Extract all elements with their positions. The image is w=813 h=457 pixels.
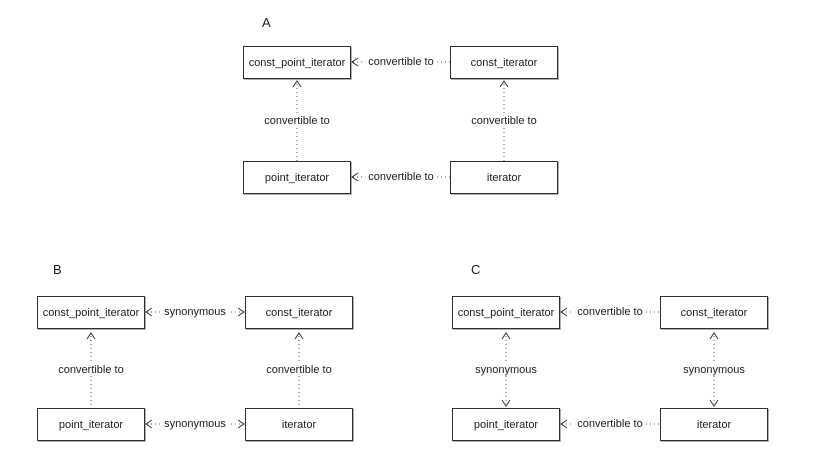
node-a-iterator: iterator <box>450 161 558 194</box>
node-c-iterator: iterator <box>660 408 768 441</box>
node-c-const-point-iterator: const_point_iterator <box>452 296 560 329</box>
node-a-const-point-iterator: const_point_iterator <box>243 46 351 79</box>
edge-label-c-right: synonymous <box>680 364 748 376</box>
c-right-arrow-both-icon <box>709 332 719 407</box>
node-b-const-iterator: const_iterator <box>245 296 353 329</box>
edge-label-b-left: convertible to <box>55 364 127 376</box>
node-a-const-iterator: const_iterator <box>450 46 558 79</box>
edge-label-a-left: convertible to <box>261 115 333 127</box>
edge-label-a-right: convertible to <box>468 115 540 127</box>
diagram-c-label: C <box>471 262 481 277</box>
c-left-arrow-both-icon <box>501 332 511 407</box>
node-b-const-point-iterator: const_point_iterator <box>37 296 145 329</box>
edge-label-a-top: convertible to <box>365 56 437 68</box>
node-c-const-iterator: const_iterator <box>660 296 768 329</box>
edge-label-b-bottom: synonymous <box>161 418 229 430</box>
diagram-a-label: A <box>262 15 271 30</box>
node-b-iterator: iterator <box>245 408 353 441</box>
a-right-arrow-up-icon <box>499 80 509 161</box>
edge-label-c-top: convertible to <box>574 306 646 318</box>
node-a-point-iterator: point_iterator <box>243 161 351 194</box>
edge-label-b-top: synonymous <box>161 306 229 318</box>
diagram-b-label: B <box>53 262 62 277</box>
edge-label-c-bottom: convertible to <box>574 418 646 430</box>
node-b-point-iterator: point_iterator <box>37 408 145 441</box>
node-c-point-iterator: point_iterator <box>452 408 560 441</box>
edge-label-c-left: synonymous <box>472 364 540 376</box>
edge-label-b-right: convertible to <box>263 364 335 376</box>
edge-label-a-bottom: convertible to <box>365 171 437 183</box>
a-left-arrow-up-icon <box>292 80 302 161</box>
